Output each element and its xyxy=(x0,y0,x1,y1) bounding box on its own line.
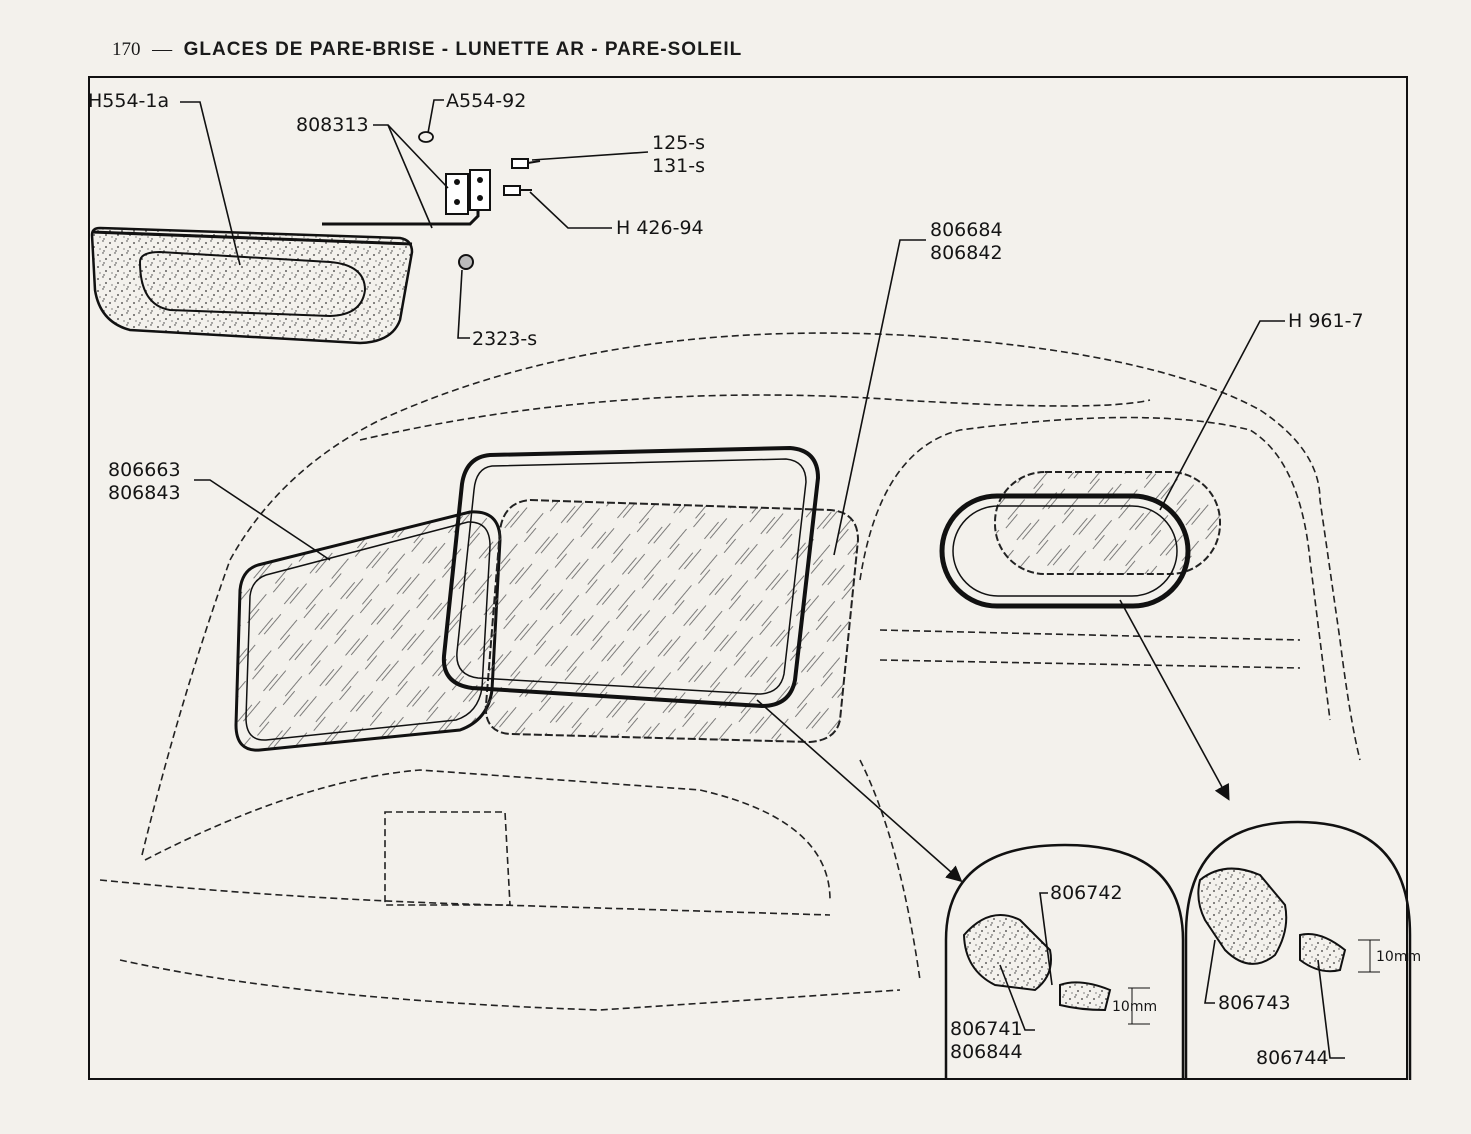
car-body-outline xyxy=(99,332,1361,1011)
page-number: 170 xyxy=(112,39,141,60)
label-detail-left-seal-2: 806844 xyxy=(950,1041,1023,1063)
detail-left xyxy=(944,843,1185,1080)
label-windshield-glass-1: 806663 xyxy=(108,459,181,481)
label-screw-2: 131-s xyxy=(652,155,706,177)
page-title: GLACES DE PARE-BRISE - LUNETTE AR - PARE… xyxy=(183,39,743,60)
label-detail-right-seal: 806743 xyxy=(1218,992,1291,1014)
page-header: 170 — GLACES DE PARE-BRISE - LUNETTE AR … xyxy=(112,38,742,61)
label-windshield-seal-1: 806684 xyxy=(930,219,1003,241)
hinge-assembly xyxy=(322,131,541,270)
label-sun-visor: H554-1a xyxy=(88,90,170,112)
rear-window-seal xyxy=(939,493,1191,609)
label-detail-left-seal-1: 806741 xyxy=(950,1018,1023,1040)
label-windshield-seal-2: 806842 xyxy=(930,242,1003,264)
label-ring: A554-92 xyxy=(446,90,527,112)
label-rear-window: H 961-7 xyxy=(1288,310,1364,332)
label-windshield-glass-2: 806843 xyxy=(108,482,181,504)
label-detail-right-strip: 806744 xyxy=(1256,1047,1329,1069)
label-detail-left-strip: 806742 xyxy=(1050,882,1123,904)
windshield-left xyxy=(234,510,502,752)
leader-lines xyxy=(180,99,1345,1059)
label-detail-right-dim: 10mm xyxy=(1376,949,1422,965)
label-detail-left-dim: 10mm xyxy=(1112,999,1158,1015)
label-screw-1: 125-s xyxy=(652,132,706,154)
windshield-seal xyxy=(441,445,821,709)
detail-right xyxy=(1184,820,1412,1080)
label-nut: 2323-s xyxy=(472,328,538,350)
windshield-right xyxy=(484,498,860,744)
diagram-frame xyxy=(88,76,1408,1080)
label-hinge: 808313 xyxy=(296,114,369,136)
header-separator: — xyxy=(152,38,173,60)
label-screw-3: H 426-94 xyxy=(616,217,704,239)
sun-visor xyxy=(90,226,414,345)
